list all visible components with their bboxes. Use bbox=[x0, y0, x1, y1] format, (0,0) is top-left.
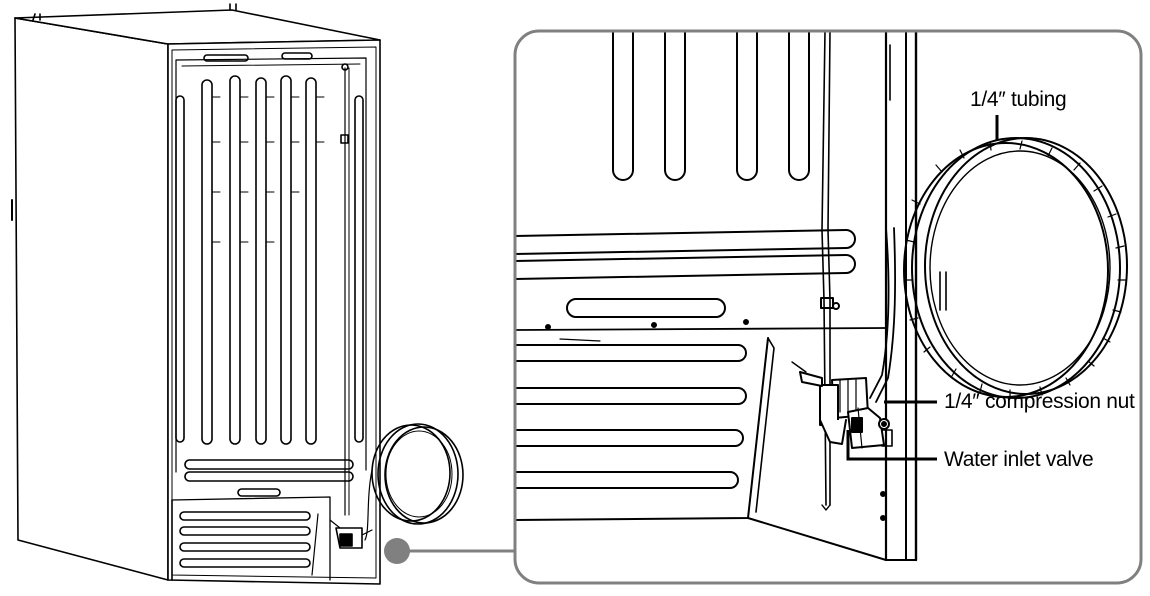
zoom-frame bbox=[513, 29, 1143, 585]
leader-lines bbox=[846, 115, 999, 461]
zoomed-detail-view bbox=[515, 31, 1128, 562]
refrigerator-rear-view bbox=[11, 3, 464, 585]
callout-connector bbox=[384, 538, 515, 564]
callout-dot bbox=[384, 538, 410, 564]
water-inlet-valve-label: Water inlet valve bbox=[944, 448, 1094, 471]
water-inlet-valve-leader bbox=[846, 430, 937, 461]
compression-nut-label: 1/4″ compression nut bbox=[944, 390, 1135, 413]
tubing-label: 1/4″ tubing bbox=[970, 88, 1067, 111]
